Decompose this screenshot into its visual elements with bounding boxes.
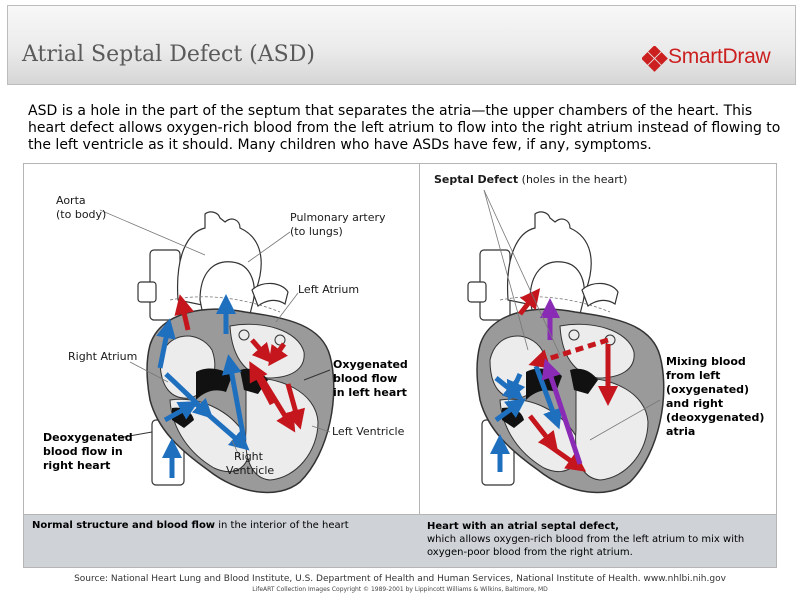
callout-oxygenated-3: in left heart (333, 386, 407, 399)
callout-deoxygenated-3: right heart (43, 459, 111, 472)
label-aorta: Aorta (56, 194, 86, 207)
label-left-atrium: Left Atrium (298, 283, 360, 296)
caption-right-rest: which allows oxygen-rich blood from the … (427, 534, 745, 558)
label-right-atrium: Right Atrium (68, 350, 138, 363)
smartdraw-logo: SmartDraw (640, 44, 790, 72)
diagram-panel (23, 163, 777, 568)
copyright-notice: LifeART Collection Images Copyright © 19… (252, 586, 548, 593)
septal-defect-rest: (holes in the heart) (518, 173, 628, 186)
septal-defect-bold: Septal Defect (434, 173, 519, 186)
header-bar: Atrial Septal Defect (ASD) SmartDraw (7, 5, 796, 85)
mixing-line-5: (deoxygenated) (666, 411, 765, 424)
source-credit: Source: National Heart Lung and Blood In… (74, 574, 726, 584)
mixing-line-6: atria (666, 425, 696, 438)
caption-right: Heart with an atrial septal defect, which… (427, 520, 772, 559)
right-heart-illustration (467, 189, 665, 494)
caption-right-bold: Heart with an atrial septal defect, (427, 521, 619, 532)
mixing-line-4: and right (666, 397, 724, 410)
label-pulmonary-artery: Pulmonary artery (290, 211, 386, 224)
logo-text: SmartDraw (668, 45, 771, 68)
mixing-line-1: Mixing blood (666, 355, 746, 368)
left-heart-illustration (99, 209, 335, 494)
callout-oxygenated-1: Oxygenated (333, 358, 408, 371)
label-right-ventricle-2: Ventricle (226, 464, 275, 477)
intro-paragraph: ASD is a hole in the part of the septum … (28, 103, 781, 153)
label-left-ventricle: Left Ventricle (332, 425, 405, 438)
caption-bar (24, 514, 776, 567)
label-pulmonary-sub: (to lungs) (290, 225, 343, 238)
label-aorta-sub: (to body) (56, 208, 107, 221)
caption-left-rest: in the interior of the heart (215, 520, 349, 531)
caption-left-bold: Normal structure and blood flow (32, 520, 216, 531)
callout-deoxygenated-1: Deoxygenated (43, 431, 133, 444)
label-septal-defect: Septal Defect (holes in the heart) (434, 173, 627, 187)
mixing-line-3: (oxygenated) (666, 383, 750, 396)
label-right-ventricle-1: Right (234, 450, 263, 463)
smartdraw-diamond-icon (642, 46, 668, 72)
page-title: Atrial Septal Defect (ASD) (22, 42, 315, 67)
callout-deoxygenated-2: blood flow in (43, 445, 123, 458)
panel-divider (419, 163, 420, 568)
mixing-line-2: from left (666, 369, 721, 382)
caption-left: Normal structure and blood flow in the i… (32, 520, 412, 531)
callout-oxygenated-2: blood flow (333, 372, 398, 385)
